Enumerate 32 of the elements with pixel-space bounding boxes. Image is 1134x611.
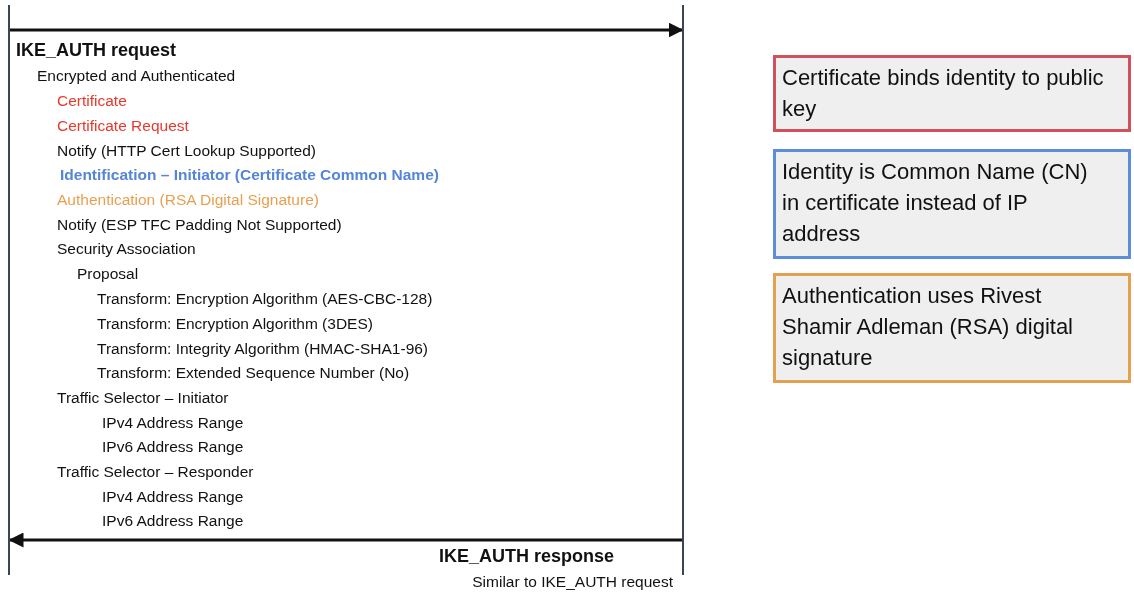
note-text: Identity is Common Name (CN) in certificate instead of IP address — [782, 158, 1089, 248]
lifeline — [8, 5, 10, 575]
payload-item: Proposal — [77, 264, 139, 284]
message-title: IKE_AUTH response — [438, 546, 614, 566]
payload-item: Notify (ESP TFC Padding Not Supported) — [57, 215, 342, 235]
payload-item: IPv4 Address Range — [102, 413, 244, 433]
payload-item: Identification – Initiator (Certificate Common Name) — [60, 165, 439, 185]
payload-item: Transform: Encryption Algorithm (AES-CBC-128) — [97, 289, 433, 309]
payload-item: Transform: Integrity Algorithm (HMAC-SHA1-96) — [97, 339, 429, 359]
payload-item: IPv4 Address Range — [102, 487, 244, 507]
lifeline — [682, 5, 684, 575]
message-arrow — [8, 532, 682, 548]
payload-item: Traffic Selector – Initiator — [57, 388, 229, 408]
payload-item: Certificate Request — [57, 116, 189, 136]
payload-item: IPv6 Address Range — [102, 437, 244, 457]
payload-item: Encrypted and Authenticated — [37, 66, 236, 86]
note-box — [773, 273, 1131, 383]
payload-item: Authentication (RSA Digital Signature) — [57, 190, 319, 210]
message-arrow — [10, 22, 684, 38]
payload-item: Traffic Selector – Responder — [57, 462, 254, 482]
message-title: IKE_AUTH request — [16, 40, 177, 60]
note-box — [773, 55, 1131, 132]
payload-item: Notify (HTTP Cert Lookup Supported) — [57, 141, 317, 161]
payload-item: Similar to IKE_AUTH request — [472, 572, 673, 592]
payload-item: Certificate — [57, 91, 127, 111]
payload-item: Transform: Encryption Algorithm (3DES) — [97, 314, 373, 334]
note-text: Certificate binds identity to public key — [782, 64, 1105, 123]
payload-item: Transform: Extended Sequence Number (No) — [97, 363, 410, 383]
payload-item: Security Association — [57, 239, 196, 259]
note-text: Authentication uses Rivest Shamir Adleman (RSA) digital signature — [782, 282, 1074, 372]
note-box — [773, 149, 1131, 259]
payload-item: IPv6 Address Range — [102, 511, 244, 531]
